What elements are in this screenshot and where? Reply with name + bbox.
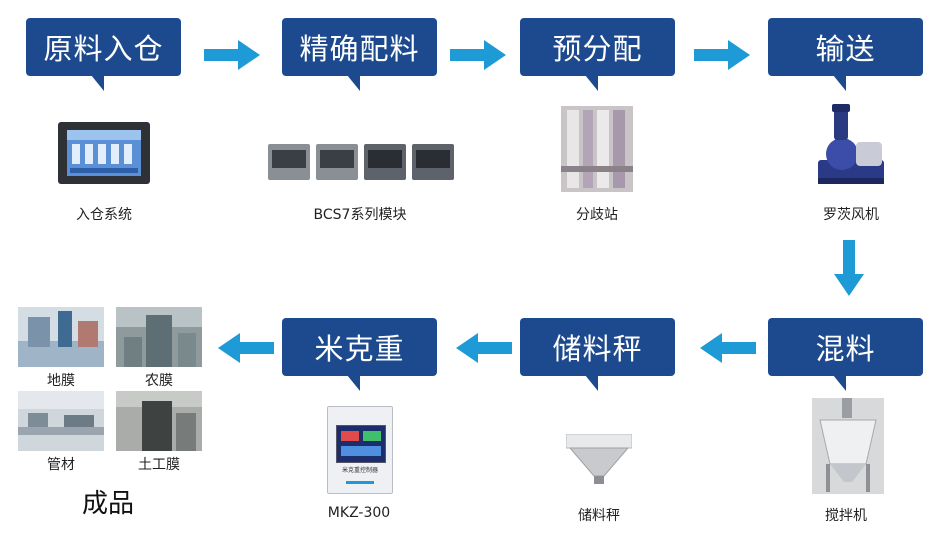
pipe-image xyxy=(18,391,104,451)
agri-film-image xyxy=(116,307,202,367)
step-precise-batching: 精确配料 xyxy=(282,18,437,91)
step-conveying: 输送 xyxy=(768,18,923,91)
label-mkz-300: MKZ-300 xyxy=(327,505,391,521)
hmi-panel-image xyxy=(58,122,150,184)
label-geomembrane: 土工膜 xyxy=(138,457,180,473)
mixer-image xyxy=(812,398,884,494)
bcs7-modules-image xyxy=(268,144,454,180)
diverter-station-image xyxy=(561,106,633,192)
step-mixing: 混料 xyxy=(768,318,923,391)
controller-screen xyxy=(336,425,386,463)
controller-caption: 米克重控制器 xyxy=(341,467,378,474)
step-storage-scale: 储料秤 xyxy=(520,318,675,391)
arrow-right-icon xyxy=(204,40,260,70)
storage-scale-image xyxy=(566,434,632,484)
finished-products-title: 成品 xyxy=(82,489,135,519)
arrow-down-icon xyxy=(834,240,864,296)
label-storage-system: 入仓系统 xyxy=(76,207,132,223)
arrow-left-icon xyxy=(700,333,756,363)
step-raw-material-storage: 原料入仓 xyxy=(26,18,181,91)
label-bcs7-modules: BCS7系列模块 xyxy=(313,207,407,223)
label-diverter-station: 分歧站 xyxy=(576,207,618,223)
ground-film-image xyxy=(18,307,104,367)
label-pipe: 管材 xyxy=(47,457,75,473)
label-storage-scale: 储料秤 xyxy=(578,508,620,524)
mkz-300-controller-image: 米克重控制器 xyxy=(327,406,393,494)
geomembrane-image xyxy=(116,391,202,451)
roots-blower-image xyxy=(818,104,884,184)
label-roots-blower: 罗茨风机 xyxy=(823,207,879,223)
step-pre-distribution: 预分配 xyxy=(520,18,675,91)
step-gram-weight: 米克重 xyxy=(282,318,437,391)
label-ground-film: 地膜 xyxy=(47,373,75,389)
arrow-right-icon xyxy=(450,40,506,70)
arrow-left-icon xyxy=(218,333,274,363)
label-mixer: 搅拌机 xyxy=(825,508,867,524)
label-agri-film: 农膜 xyxy=(145,373,173,389)
arrow-left-icon xyxy=(456,333,512,363)
arrow-right-icon xyxy=(694,40,750,70)
